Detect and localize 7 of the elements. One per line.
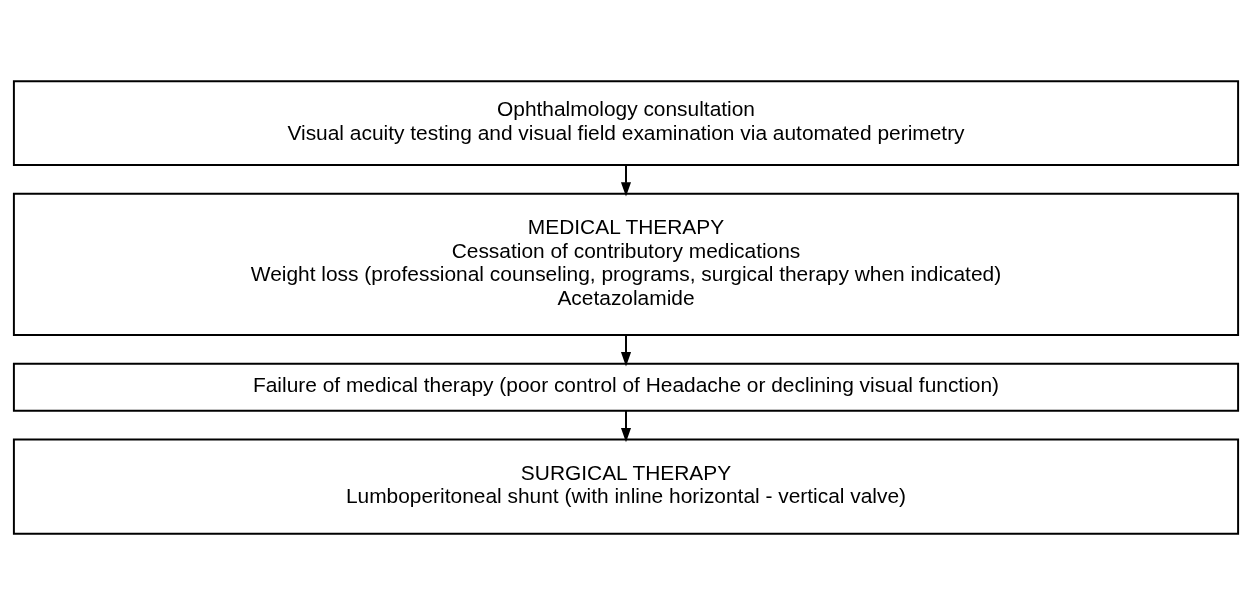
node-box: Ophthalmology consultation Visual acuity testing and visual field examination via automated perimetry — [12, 80, 1240, 166]
arrow — [620, 410, 632, 443]
node-box: SURGICAL THERAPY Lumboperitoneal shunt (with inline horizontal - vertical valve) — [12, 438, 1240, 535]
arrow — [620, 164, 632, 197]
node-box: Failure of medical therapy (poor control of Headache or declining visual function) — [12, 362, 1240, 412]
arrow — [620, 334, 632, 367]
node-box: MEDICAL THERAPY Cessation of contributory medications Weight loss (professional counseling, programs, surgical therapy when indicated) Acetazolamide — [12, 192, 1240, 336]
